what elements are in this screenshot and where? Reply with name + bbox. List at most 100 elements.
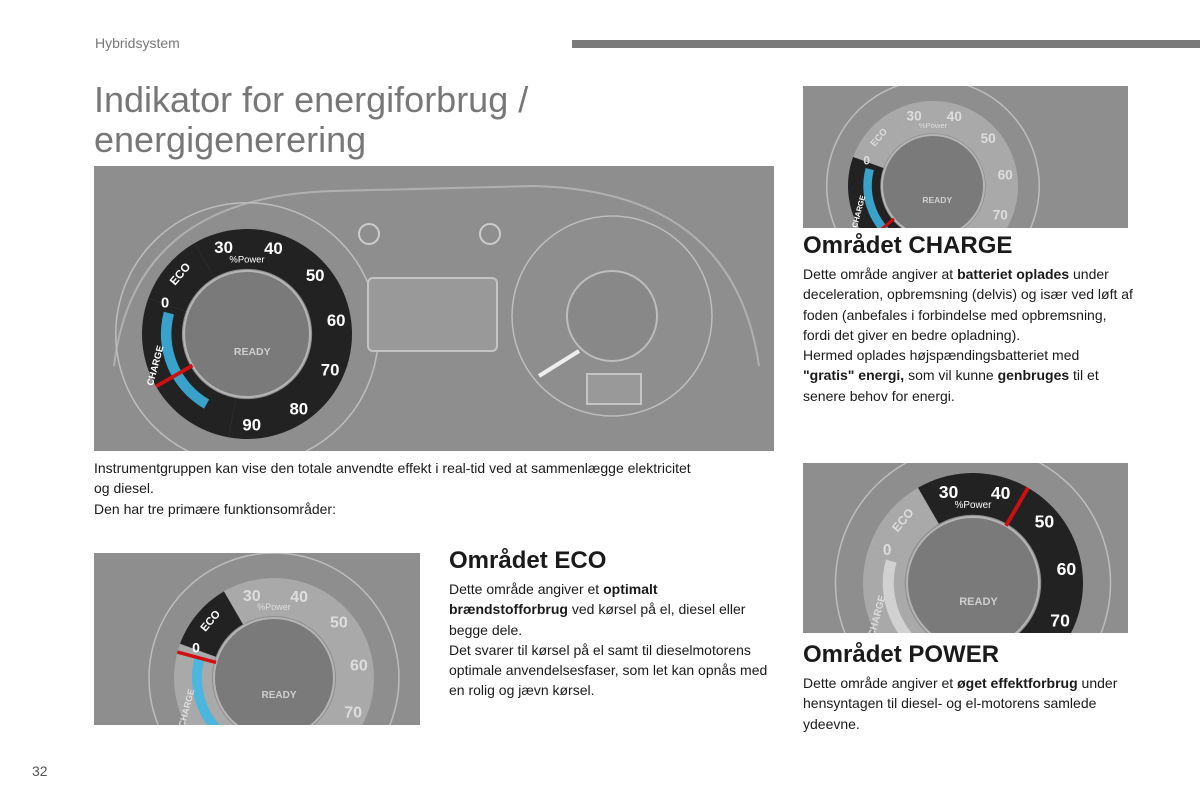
gauge-center	[881, 134, 985, 228]
zero-label: 0	[161, 295, 169, 311]
power-text: Dette område angiver et øget effektforbr…	[803, 673, 1133, 734]
gauge-center	[906, 516, 1040, 633]
gauge-needle	[880, 217, 895, 228]
odometer-display	[586, 373, 642, 405]
t: ved kørsel på el, diesel eller begge del…	[449, 601, 746, 638]
unit-label: %Power	[229, 255, 264, 266]
power-zone	[890, 101, 1018, 228]
dashboard-outline	[113, 184, 760, 367]
t: Hermed oplades højspændingsbatteriet med	[803, 347, 1080, 364]
scale-label: 80	[289, 399, 308, 418]
ready-label: READY	[922, 195, 952, 205]
fuel-gauge	[358, 223, 380, 245]
gauge-needle	[176, 650, 217, 665]
scale-label: 30	[939, 482, 959, 502]
speedometer-center	[566, 270, 658, 362]
eco-zone	[180, 591, 243, 657]
unit-label: %Power	[955, 500, 992, 511]
charge-section: Området CHARGE Dette område angiver at b…	[803, 232, 1133, 406]
t: Dette område angiver et	[449, 581, 604, 597]
scale-label: 40	[290, 589, 308, 606]
title-line-2: energigenerering	[94, 119, 367, 160]
charge-text: Dette område angiver at batteriet oplade…	[803, 264, 1133, 406]
t: under deceleration, opbremsning (delvis)…	[803, 266, 1133, 343]
eco-heading: Området ECO	[449, 547, 607, 574]
scale-label: 50	[330, 615, 348, 632]
scale-label: 50	[1035, 512, 1055, 532]
scale-label: 30	[243, 588, 261, 605]
scale-label: 60	[1057, 559, 1077, 579]
scale-label: 60	[327, 311, 346, 330]
intro-line: og diesel.	[94, 480, 154, 497]
scale-label: 60	[350, 658, 368, 675]
power-zone	[224, 578, 374, 725]
charge-zone	[174, 643, 234, 725]
unit-label: %Power	[257, 602, 291, 612]
scale-label: 30	[214, 238, 233, 257]
power-zone	[918, 473, 1083, 633]
section-header: Hybridsystem	[95, 35, 180, 51]
ready-label: READY	[261, 690, 296, 701]
eco-zone	[148, 243, 215, 312]
title-line-1: Indikator for energiforbrug /	[94, 79, 529, 120]
page-number: 32	[32, 763, 48, 779]
charge-zone	[847, 156, 902, 228]
charge-bar	[882, 559, 912, 633]
eco-text: Dette område angiver et optimalt brændst…	[449, 579, 779, 701]
t: Dette område angiver at	[803, 266, 958, 282]
header-bar	[572, 40, 1200, 48]
gauge-bezel	[826, 86, 1040, 228]
eco-zone	[869, 487, 939, 560]
gauge-bezel	[148, 553, 400, 725]
ready-label: READY	[234, 346, 271, 358]
power-heading: Området POWER	[803, 641, 1000, 668]
scale-label: 50	[981, 131, 996, 146]
speedometer	[511, 215, 713, 417]
charge-bar	[191, 656, 220, 725]
t: til et senere behov for energi.	[803, 367, 1099, 404]
t: under hensyntagen til diesel- og el-moto…	[803, 675, 1118, 732]
unit-label: %Power	[919, 121, 948, 130]
page-title: Indikator for energiforbrug /energigener…	[94, 80, 528, 160]
gauge-needle	[1004, 486, 1030, 527]
zero-label: 0	[883, 542, 892, 559]
scale-label: 60	[998, 168, 1013, 183]
t: Det svarer til kørsel på el samt til die…	[449, 641, 768, 699]
eco-zone	[853, 112, 907, 168]
intro-line: Den har tre primære funktionsområder:	[94, 500, 336, 517]
scale-label: 40	[991, 483, 1011, 503]
scale-label: 70	[321, 361, 340, 380]
scale-label: 70	[1050, 611, 1070, 631]
temp-gauge	[479, 223, 501, 245]
scale-label: 70	[344, 705, 362, 722]
eco-section: Området ECO Dette område angiver et opti…	[449, 547, 779, 701]
power-section: Området POWER Dette område angiver et øg…	[803, 641, 1133, 734]
b: "gratis" energi,	[803, 367, 905, 384]
scale-label: 50	[306, 266, 325, 285]
gauge-needle	[155, 363, 194, 389]
scale-label: 30	[907, 108, 922, 123]
ready-label: READY	[959, 596, 998, 608]
scale-label: 40	[264, 239, 283, 258]
gauge-center	[183, 270, 311, 398]
scale-label: 40	[947, 109, 962, 124]
center-display	[367, 277, 498, 352]
t: som vil kunne	[904, 367, 998, 384]
t: Dette område angiver et	[803, 675, 958, 691]
intro-text: Instrumentgruppen kan vise den totale an…	[94, 458, 774, 519]
gauge-center	[213, 617, 335, 725]
scale-label: 90	[242, 415, 261, 434]
charge-zone	[863, 545, 927, 633]
b: øget effektforbrug	[957, 675, 1078, 691]
b: optimalt brændstofforbrug	[449, 581, 658, 618]
power-zone	[194, 229, 352, 439]
b: batteriet oplades	[957, 266, 1070, 282]
zero-label: 0	[863, 153, 870, 167]
gauge-bezel	[834, 463, 1112, 633]
charge-bar	[863, 167, 889, 228]
charge-heading: Området CHARGE	[803, 232, 1013, 259]
